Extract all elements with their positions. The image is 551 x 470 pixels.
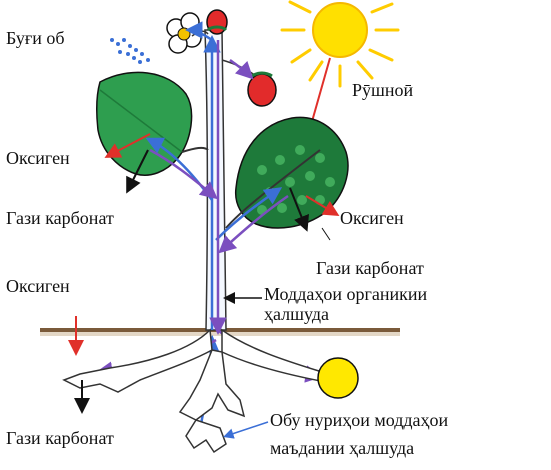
tuber <box>318 358 358 398</box>
label-co2-left: Гази карбонат <box>6 208 114 228</box>
label-organic-line1: Моддаҳои органикии <box>264 284 427 304</box>
label-organic-line2: ҳалшуда <box>264 304 329 324</box>
label-light: Рӯшноӣ <box>352 80 413 100</box>
label-co2-root: Гази карбонат <box>6 428 114 448</box>
strawberry-fruit <box>222 60 276 106</box>
label-oxygen-right: Оксиген <box>340 208 404 228</box>
flower-bud <box>207 10 227 34</box>
sun <box>282 0 398 86</box>
right-leaf <box>226 117 348 228</box>
minerals-leader <box>226 422 268 436</box>
label-minerals-line1: Обу нуриҳои моддаҳои <box>270 410 448 430</box>
stem <box>205 30 226 330</box>
label-water-vapor: Буғи об <box>6 28 65 48</box>
label-oxygen-root: Оксиген <box>6 276 70 296</box>
left-leaf <box>97 72 208 175</box>
label-co2-right: Гази карбонат <box>316 258 424 278</box>
label-minerals-line2: маъдании ҳалшуда <box>270 438 414 458</box>
water-vapor-dots <box>110 38 150 64</box>
co2-right-leader <box>322 228 330 240</box>
label-oxygen-left: Оксиген <box>6 148 70 168</box>
